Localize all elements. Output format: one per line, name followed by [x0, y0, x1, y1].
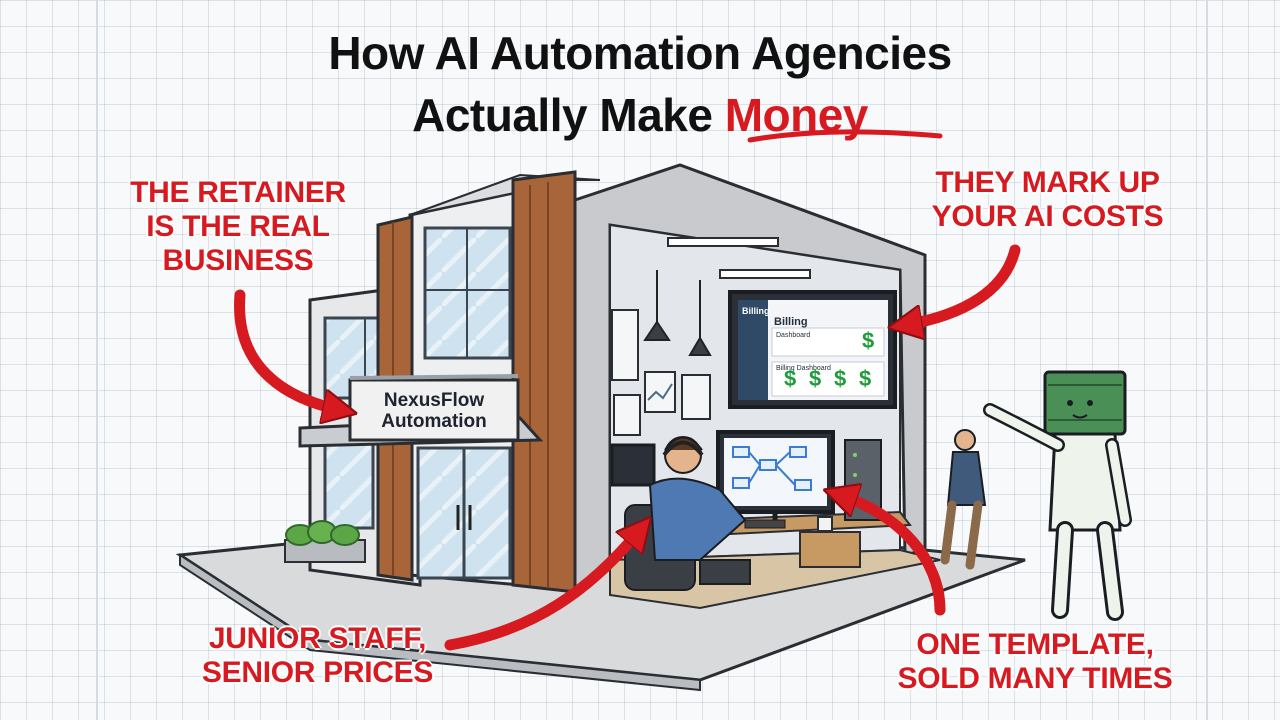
dollar-sign: $ [862, 328, 875, 353]
callout-junior-line-1: JUNIOR STAFF, [208, 622, 427, 655]
arrow-markup [905, 244, 1021, 325]
worker-figure [624, 436, 751, 591]
callout-junior-line-2: SENIOR PRICES [201, 655, 434, 689]
callout-markup-line-1: THEY MARK UP [935, 166, 1160, 199]
dollar-sign: $ [784, 366, 797, 391]
sign-text: NexusFlow Automation [352, 390, 516, 433]
dollar-sign: $ [834, 366, 847, 391]
arrow-template [840, 495, 946, 616]
sign-line-2: Automation [381, 411, 487, 433]
monitor-row-1: Dashboard [776, 332, 811, 339]
callout-template: ONE TEMPLATE, SOLD MANY TIMES [865, 628, 1205, 696]
callout-retainer-line-2: IS THE REAL [146, 209, 330, 243]
monitor-row-2: Billing Dashboard [776, 365, 831, 372]
title-line-2: Actually Make Money [0, 92, 1280, 138]
callout-junior: JUNIOR STAFF, SENIOR PRICES [180, 622, 455, 690]
callout-markup: THEY MARK UP YOUR AI COSTS [905, 166, 1190, 234]
callout-retainer-line-1: THE RETAINER [130, 176, 346, 209]
sign-board [348, 378, 520, 442]
money-character [983, 370, 1132, 621]
wood-panel-right [511, 170, 577, 594]
callout-retainer: THE RETAINER IS THE REAL BUSINESS [108, 176, 368, 278]
frame-line-left [96, 0, 98, 720]
title-prefix: Actually Make [412, 89, 725, 141]
callout-markup-line-2: YOUR AI COSTS [931, 199, 1164, 233]
sign-line-1: NexusFlow [383, 390, 485, 411]
frame-line-right [1206, 0, 1208, 720]
callout-template-line-1: ONE TEMPLATE, [916, 628, 1154, 661]
arrow-retainer [234, 289, 340, 410]
walking-man [940, 429, 987, 570]
callout-template-line-2: SOLD MANY TIMES [897, 661, 1173, 695]
dollar-sign: $ [809, 366, 822, 391]
dollar-sign: $ [859, 366, 872, 391]
monitor-heading: Billing [774, 316, 808, 328]
money-underline [747, 129, 943, 143]
monitor-app-label: Billing [742, 306, 770, 316]
callout-retainer-line-3: BUSINESS [162, 243, 314, 277]
title-line-1: How AI Automation Agencies [328, 27, 952, 79]
arrow-junior [444, 530, 640, 651]
